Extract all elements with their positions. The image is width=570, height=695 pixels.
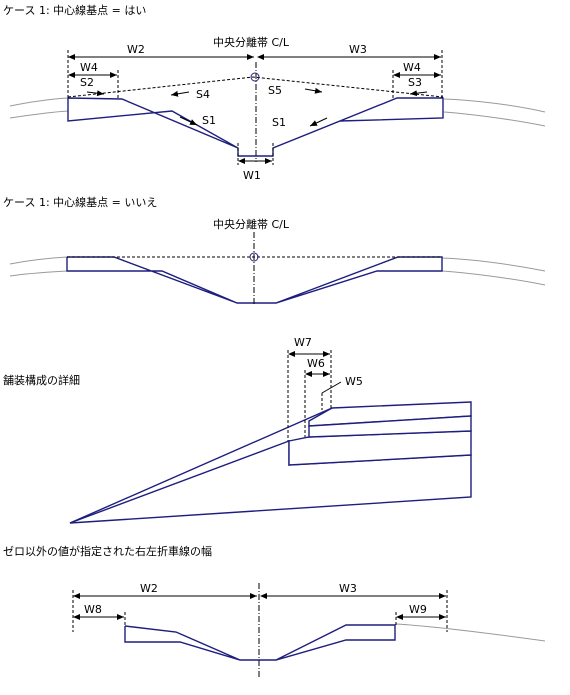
heading-case1-no: ケース 1: 中心線基点 = いいえ — [3, 195, 157, 209]
paving-layer-lower — [288, 430, 472, 466]
centerline-point-2 — [249, 252, 259, 262]
label-w5: W5 — [345, 375, 363, 388]
label-w2-4: W2 — [140, 582, 158, 595]
label-w2-1: W2 — [127, 43, 145, 56]
ground-line-left-2a — [9, 256, 68, 265]
label-w3-1: W3 — [349, 43, 367, 56]
ground-line-left-2b — [9, 270, 68, 277]
slope-arrow-s1-right — [309, 117, 328, 127]
median-cl-label-2: 中央分離帯 C/L — [213, 217, 290, 231]
ground-line-left-1a — [9, 97, 69, 107]
label-w4-left: W4 — [80, 61, 98, 74]
heading-paving-detail: 舗装構成の詳細 — [3, 373, 80, 387]
slope-arrow-s3 — [409, 90, 428, 97]
leader-w5 — [321, 381, 342, 394]
label-w1: W1 — [243, 169, 261, 182]
slope-arrow-s2 — [86, 90, 105, 97]
label-w4-right: W4 — [403, 61, 421, 74]
ground-line-right-2a — [441, 257, 546, 272]
median-outline-4 — [124, 624, 396, 661]
label-w8: W8 — [84, 603, 102, 616]
label-w6: W6 — [307, 357, 325, 370]
median-outline-1 — [67, 97, 444, 157]
slope-arrow-s4 — [170, 90, 190, 97]
median-cl-label-1: 中央分離帯 C/L — [213, 35, 290, 49]
ground-line-right-1b — [443, 111, 546, 127]
label-s1-right: S1 — [272, 116, 286, 129]
label-s5: S5 — [268, 84, 282, 97]
label-w7: W7 — [294, 336, 312, 349]
label-s3: S3 — [408, 76, 422, 89]
centerline-point-1 — [250, 72, 260, 82]
label-s2: S2 — [80, 76, 94, 89]
ground-line-right-2b — [441, 270, 546, 286]
label-s4: S4 — [196, 88, 210, 101]
ground-line-right-1a — [443, 98, 546, 113]
ground-line-left-1b — [9, 110, 69, 119]
slope-arrow-s1-left — [179, 116, 198, 126]
label-w9: W9 — [409, 603, 427, 616]
ground-line-right-4 — [395, 623, 546, 642]
heading-case1-yes: ケース 1: 中心線基点 = はい — [3, 3, 146, 17]
finish-slope-dashed-1 — [67, 76, 444, 98]
paving-layer-middle — [308, 415, 472, 438]
label-w3-4: W3 — [339, 582, 357, 595]
heading-nonzero-turn: ゼロ以外の値が指定された右左折車線の幅 — [3, 544, 212, 558]
label-s1-left: S1 — [202, 114, 216, 127]
slope-arrow-s5 — [304, 87, 323, 94]
